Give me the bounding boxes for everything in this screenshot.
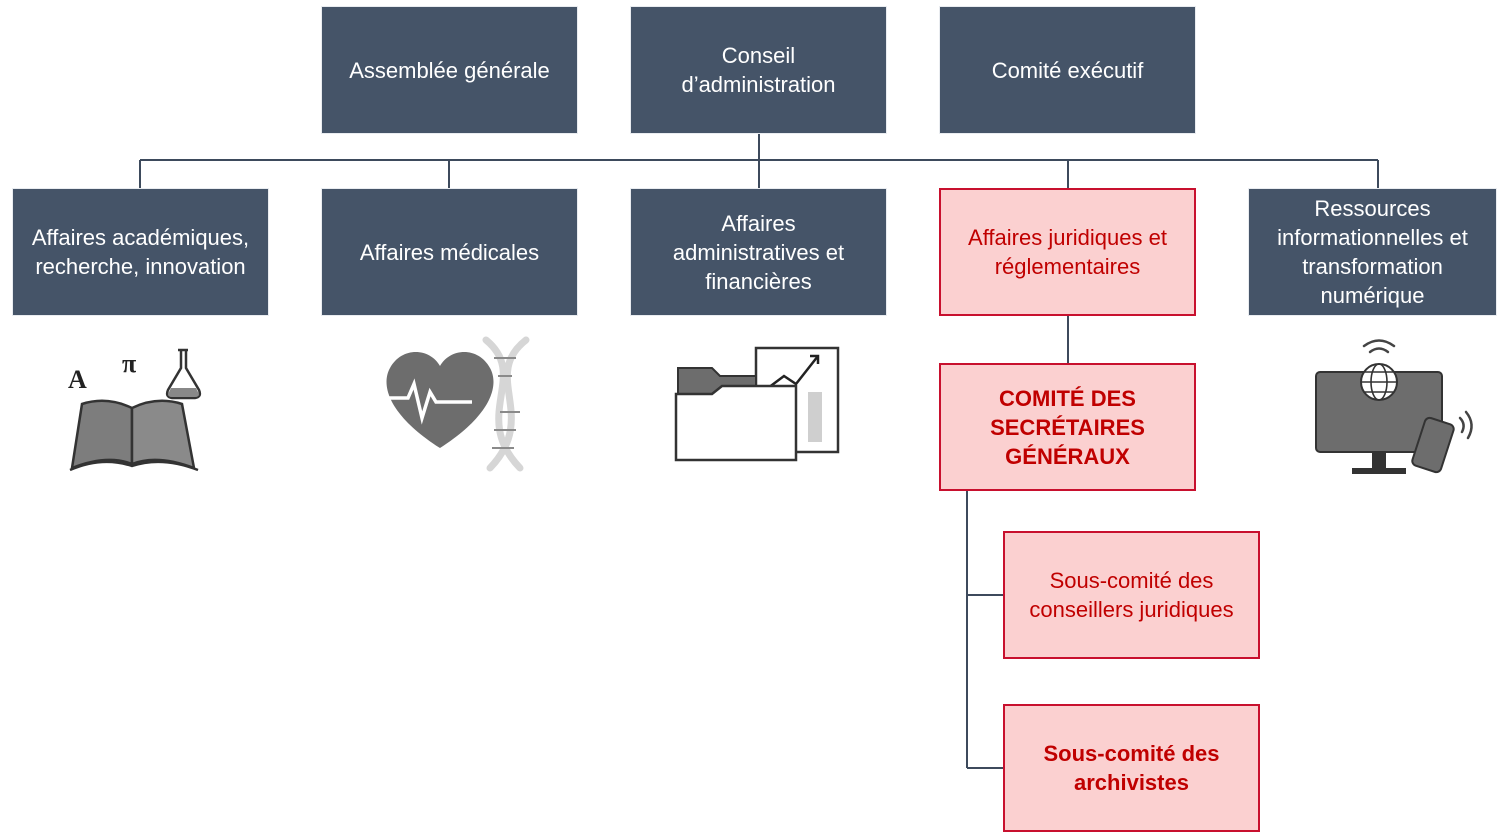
conseil-administration-box: Conseil d’administration [630,6,887,134]
affaires-academiques-label: Affaires académiques, recherche, innovat… [31,225,250,279]
affaires-administratives-label: Affaires administratives et financières [672,210,845,294]
affaires-juridiques-label: Affaires juridiques et réglementaires [968,225,1167,279]
svg-text:π: π [122,349,136,378]
conseil-administration-label: Conseil d’administration [681,43,836,97]
ressources-informationnelles-label: Ressources informationnelles et transfor… [1277,196,1468,308]
comite-executif-label: Comité exécutif [991,57,1144,83]
assemblee-generale-box: Assemblée générale [321,6,578,134]
folder-chart-icon [674,346,840,462]
affaires-medicales-box: Affaires médicales [321,188,578,316]
affaires-juridiques-box: Affaires juridiques et réglementaires [939,188,1196,316]
comite-secretaires-label: COMITÉ DES SECRÉTAIRES GÉNÉRAUX [990,385,1145,469]
comite-secretaires-box: COMITÉ DES SECRÉTAIRES GÉNÉRAUX [939,363,1196,491]
sous-comite-archivistes-box: Sous-comité des archivistes [1003,704,1260,832]
monitor-tablet-icon [1315,339,1473,474]
sous-comite-conseillers-box: Sous-comité des conseillers juridiques [1003,531,1260,659]
ressources-informationnelles-box: Ressources informationnelles et transfor… [1248,188,1497,316]
affaires-academiques-box: Affaires académiques, recherche, innovat… [12,188,269,316]
affaires-medicales-label: Affaires médicales [359,239,540,265]
affaires-administratives-box: Affaires administratives et financières [630,188,887,316]
comite-executif-box: Comité exécutif [939,6,1196,134]
sous-comite-archivistes-label: Sous-comité des archivistes [1043,741,1220,795]
heart-dna-icon [384,336,530,472]
sous-comite-conseillers-label: Sous-comité des conseillers juridiques [1029,568,1234,622]
assemblee-generale-label: Assemblée générale [349,57,550,83]
book-science-icon: A π [68,348,202,472]
svg-text:A: A [68,365,87,394]
